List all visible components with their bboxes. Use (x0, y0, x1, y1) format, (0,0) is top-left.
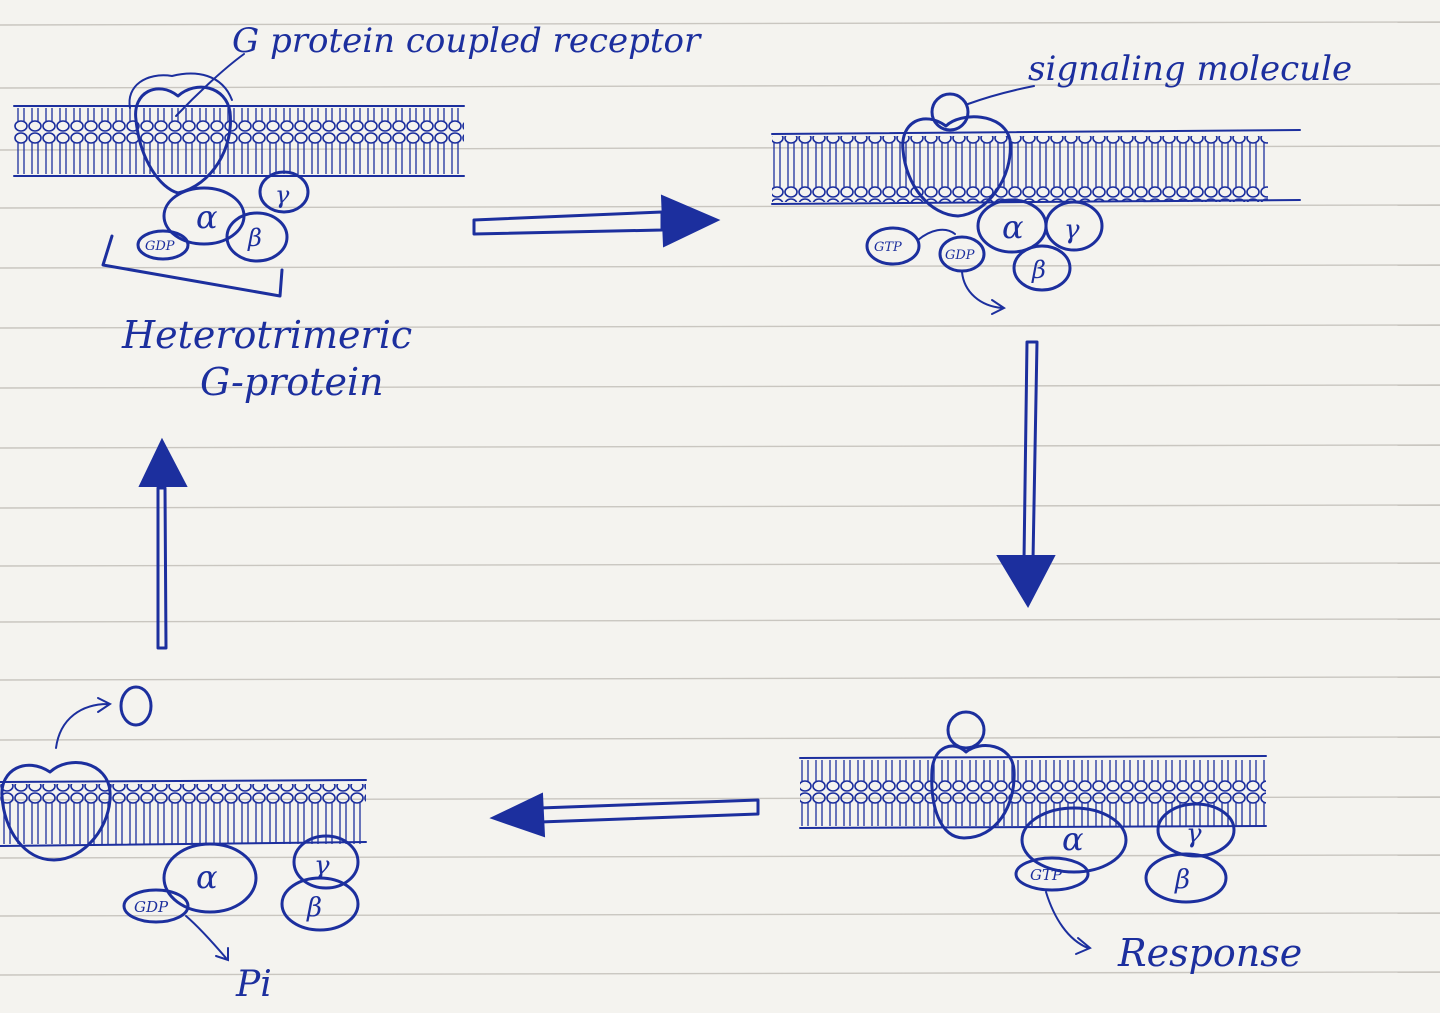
alpha-label-1: α (196, 198, 218, 236)
gamma-label-2: γ (1064, 215, 1080, 245)
arrow-right (474, 196, 718, 246)
membrane-3 (800, 760, 1266, 826)
response-arrow (1046, 892, 1090, 954)
pi-release-arrow (186, 916, 228, 960)
beta-label-4: β (306, 893, 322, 923)
alpha-label-2: α (1002, 208, 1024, 246)
gamma-label-1: γ (275, 181, 290, 209)
heterotrimeric-label-line1: Heterotrimeric (121, 313, 412, 357)
response-label: Response (1117, 931, 1302, 975)
gtp-label-3: GTP (1030, 866, 1063, 884)
stage-2-ligand-bound: α γ β GTP GDP (772, 86, 1300, 314)
alpha-label-3: α (1062, 820, 1084, 858)
stage-3-active: α GTP γ β (800, 712, 1266, 954)
arrow-down (998, 342, 1054, 606)
gdp-label-1: GDP (145, 239, 175, 254)
gpcr-label: G protein coupled receptor (232, 21, 702, 61)
beta-label-1: β (247, 224, 262, 252)
pi-label: Pi (235, 964, 272, 1005)
arrow-left (492, 794, 758, 836)
signaling-molecule-3 (948, 712, 984, 748)
gtp-label-2a: GTP (874, 240, 902, 255)
alpha-label-4: α (196, 858, 218, 896)
released-signaling-molecule (121, 687, 151, 725)
gamma-label-4: γ (314, 851, 330, 881)
membrane-2 (772, 136, 1268, 202)
gdp-label-2b: GDP (945, 248, 975, 263)
gamma-label-3: γ (1186, 819, 1202, 849)
heterotrimeric-label-line2: G-protein (200, 360, 384, 404)
beta-label-3: β (1174, 865, 1190, 895)
signaling-molecule-label: signaling molecule (1028, 49, 1352, 89)
arrow-up (140, 440, 186, 648)
membrane-1 (14, 108, 464, 174)
stage-1-inactive: α γ β GDP (14, 54, 464, 296)
gdp-label-4: GDP (134, 898, 169, 916)
membrane-4 (0, 784, 366, 844)
stage-4-hydrolysis: α GDP γ β (0, 687, 366, 960)
beta-label-2: β (1031, 256, 1046, 284)
gdp-release-arrow (962, 272, 1004, 314)
